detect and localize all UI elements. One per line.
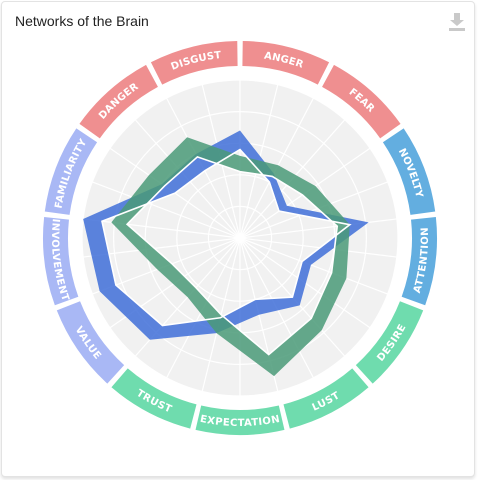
ring-segment-lust xyxy=(283,368,369,429)
axis-label-ring: EXPECTATIONTRUSTVALUEINVOLVEMENTFAMILIAR… xyxy=(42,41,437,435)
grid-spoke xyxy=(239,237,388,295)
ring-segment-fear xyxy=(322,64,401,139)
ring-segment-familiarity xyxy=(44,128,98,215)
ring-segment-expectation xyxy=(195,405,285,435)
download-icon[interactable] xyxy=(446,11,468,33)
chart-series xyxy=(83,130,369,377)
download-icon-glyph xyxy=(449,13,465,31)
ring-segment-anger xyxy=(242,41,330,85)
series-inner-line-1 xyxy=(101,148,352,327)
ring-segment-value xyxy=(56,301,125,384)
ring-segment-involvement xyxy=(42,216,79,306)
ring-segment-attention xyxy=(401,216,437,306)
grid-spoke xyxy=(83,218,241,239)
series-inner-line-2 xyxy=(125,155,339,356)
chart-title: Networks of the Brain xyxy=(15,13,149,29)
ring-segment-danger xyxy=(79,64,158,139)
axis-label-expectation: EXPECTATION xyxy=(199,414,281,429)
grid-spoke xyxy=(92,181,241,239)
grid-spoke xyxy=(239,237,397,258)
ring-segment-novelty xyxy=(382,128,436,215)
grid-spoke xyxy=(239,218,397,239)
series-band-1 xyxy=(83,130,369,340)
ring-segment-trust xyxy=(111,368,197,429)
ring-segment-disgust xyxy=(150,41,238,85)
grid-spoke xyxy=(239,181,388,239)
ring-segment-desire xyxy=(355,301,424,384)
series-band-2 xyxy=(111,137,350,377)
